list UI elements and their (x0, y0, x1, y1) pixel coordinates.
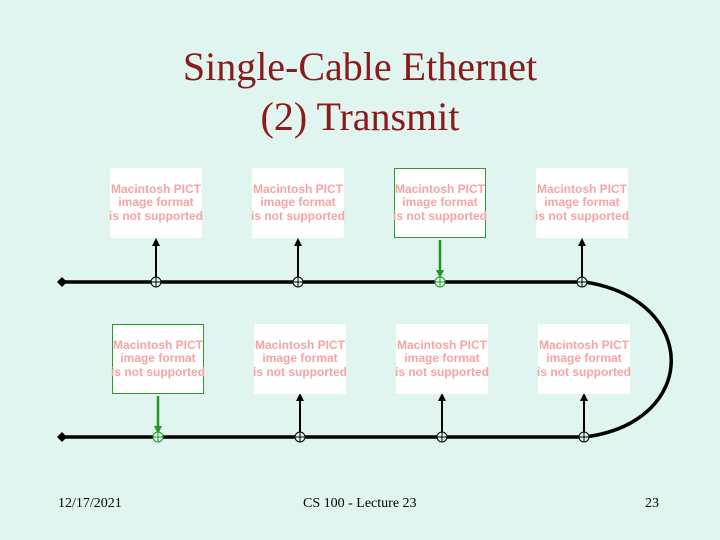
placeholder-line-2: image format (402, 195, 478, 210)
placeholder-line-2: image format (120, 351, 196, 366)
tap-junction-bottom-3 (436, 431, 448, 443)
placeholder-line-2: image format (544, 195, 620, 210)
terminator-bottom (57, 432, 67, 442)
placeholder-line-3: is not supported (393, 208, 487, 223)
title-line-1: Single-Cable Ethernet (182, 44, 538, 89)
host-image-bottom-4: Macintosh PICT image format is not suppo… (537, 324, 631, 394)
placeholder-line-1: Macintosh PICT (252, 181, 343, 196)
placeholder-line-3: is not supported (253, 364, 347, 379)
host-image-bottom-2: Macintosh PICT image format is not suppo… (253, 324, 347, 394)
placeholder-line-1: Macintosh PICT (110, 181, 201, 196)
host-image-top-2: Macintosh PICT image format is not suppo… (251, 168, 345, 238)
placeholder-line-3: is not supported (395, 364, 489, 379)
placeholder-line-3: is not supported (537, 364, 631, 379)
placeholder-line-1: Macintosh PICT (536, 181, 627, 196)
slide-title: Single-Cable Ethernet (2) Transmit (0, 42, 720, 142)
placeholder-line-3: is not supported (111, 364, 205, 379)
tap-junction-top-3 (434, 276, 446, 288)
tap-junction-top-2 (292, 276, 304, 288)
placeholder-line-3: is not supported (535, 208, 629, 223)
footer-course: CS 100 - Lecture 23 (303, 496, 417, 511)
host-image-bottom-3: Macintosh PICT image format is not suppo… (395, 324, 489, 394)
placeholder-line-2: image format (260, 195, 336, 210)
placeholder-line-3: is not supported (251, 208, 345, 223)
ethernet-cable (62, 280, 673, 439)
placeholder-line-1: Macintosh PICT (395, 181, 486, 196)
tap-junction-bottom-4 (578, 431, 590, 443)
placeholder-line-2: image format (404, 351, 480, 366)
tap-junction-top-4 (576, 276, 588, 288)
host-image-top-1: Macintosh PICT image format is not suppo… (109, 168, 203, 238)
title-line-2: (2) Transmit (260, 94, 460, 139)
tap-junction-bottom-1 (152, 431, 164, 443)
host-image-top-3-transmitting: Macintosh PICT image format is not suppo… (393, 168, 487, 238)
host-image-top-4: Macintosh PICT image format is not suppo… (535, 168, 629, 238)
tap-junction-bottom-2 (294, 431, 306, 443)
placeholder-line-2: image format (118, 195, 194, 210)
placeholder-line-1: Macintosh PICT (254, 337, 345, 352)
footer-date: 12/17/2021 (58, 496, 122, 511)
host-image-bottom-1-transmitting: Macintosh PICT image format is not suppo… (111, 324, 205, 394)
placeholder-line-1: Macintosh PICT (538, 337, 629, 352)
placeholder-line-1: Macintosh PICT (113, 337, 204, 352)
placeholder-line-2: image format (262, 351, 338, 366)
placeholder-line-3: is not supported (109, 208, 203, 223)
terminator-top (57, 277, 67, 287)
placeholder-line-1: Macintosh PICT (396, 337, 487, 352)
tap-junction-top-1 (150, 276, 162, 288)
footer-page-number: 23 (645, 496, 659, 511)
placeholder-line-2: image format (546, 351, 622, 366)
